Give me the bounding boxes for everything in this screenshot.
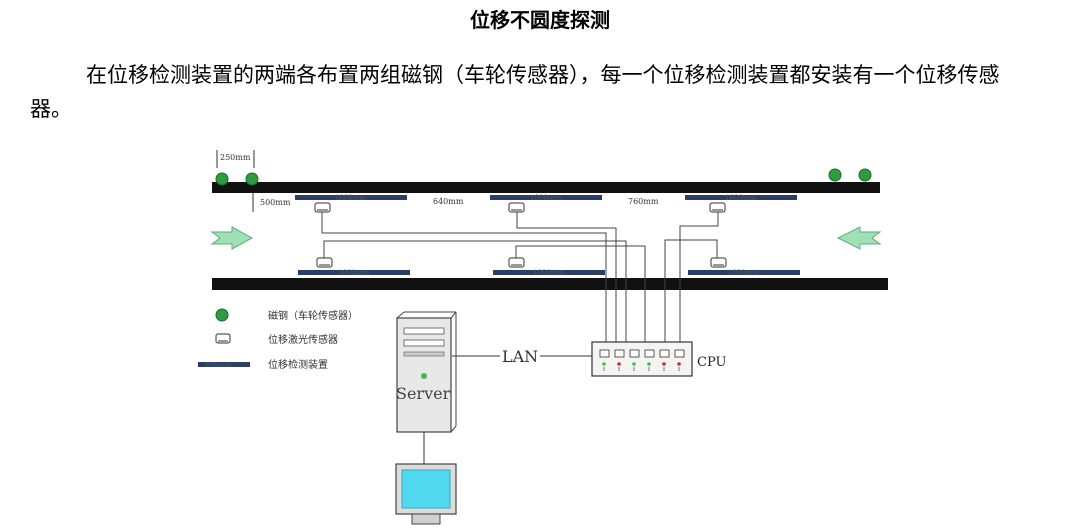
- detection-device-bar: [685, 195, 797, 200]
- server-icon: [396, 311, 457, 433]
- cpu-unit: [591, 341, 693, 377]
- lower-rail: [212, 278, 888, 290]
- lan-label: LAN: [502, 347, 538, 366]
- device-length-label: 1000mm: [728, 269, 759, 277]
- detection-device-bar: [493, 270, 605, 275]
- laser-sensor-icon: [316, 257, 333, 268]
- laser-sensor-icon: [710, 257, 727, 268]
- device-length-label: 1000mm: [530, 194, 561, 202]
- device-length-label: 1000mm: [725, 194, 756, 202]
- magnet-icon: [245, 172, 259, 186]
- upper-rail: [212, 182, 880, 193]
- server-label: Server: [396, 384, 451, 403]
- laser-sensor-icon: [508, 202, 525, 213]
- legend-device-sample-label: 1000mm: [205, 362, 232, 369]
- gap-760-label: 760mm: [628, 197, 659, 206]
- detection-device-bar: [688, 270, 800, 275]
- legend-sensor-icon: [215, 333, 231, 344]
- laser-sensor-icon: [508, 257, 525, 268]
- dimension-250mm: 250mm: [216, 150, 255, 168]
- gap-640-label: 640mm: [433, 197, 464, 206]
- cpu-label: CPU: [697, 355, 726, 370]
- dim-250-label: 250mm: [220, 153, 251, 162]
- detection-device-bar: [295, 195, 407, 200]
- laser-sensor-icon: [709, 202, 726, 213]
- device-length-label: 1000mm: [338, 269, 369, 277]
- device-length-label: 1000mm: [335, 194, 366, 202]
- legend-device-bar: [198, 362, 250, 367]
- monitor-icon: [395, 463, 457, 525]
- detection-device-bar: [298, 270, 410, 275]
- sensor-wiring: [321, 212, 719, 342]
- description-paragraph: 在位移检测装置的两端各布置两组磁钢（车轮传感器），每一个位移检测装置都安装有一个…: [30, 63, 1000, 121]
- detection-device-bar: [490, 195, 602, 200]
- device-length-label: 1000mm: [533, 269, 564, 277]
- dim-500-label: 500mm: [260, 198, 291, 207]
- magnet-icon: [828, 168, 842, 182]
- legend-magnet-label: 磁钢（车轮传感器）: [268, 309, 358, 322]
- laser-sensor-icon: [314, 202, 331, 213]
- legend-magnet-icon: [215, 308, 229, 322]
- magnet-icon: [215, 172, 229, 186]
- legend-device-label: 位移检测装置: [268, 358, 328, 371]
- legend-sensor-label: 位移激光传感器: [268, 333, 338, 346]
- magnet-icon: [858, 168, 872, 182]
- page-title: 位移不圆度探测: [470, 8, 610, 32]
- direction-arrow-right-icon: [210, 226, 254, 250]
- direction-arrow-left-icon: [836, 226, 882, 250]
